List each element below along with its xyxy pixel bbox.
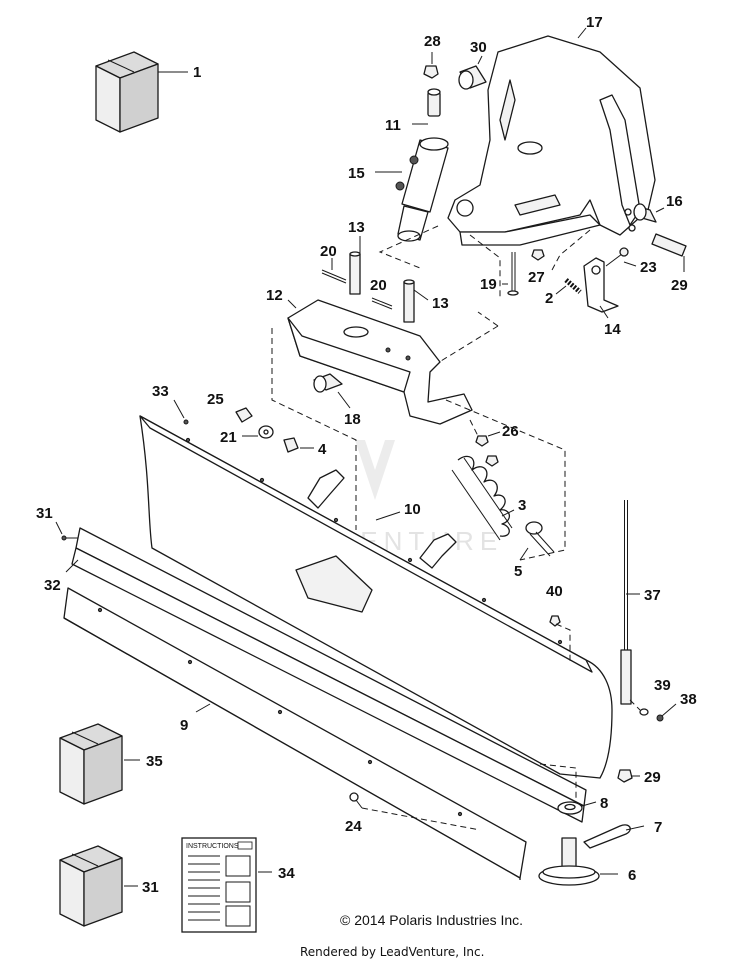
callout-6: 6 xyxy=(628,867,636,884)
callout-13-b: 13 xyxy=(432,295,449,312)
part-5-eyebolt[interactable] xyxy=(525,521,555,557)
part-30-bushing[interactable] xyxy=(458,65,487,90)
part-3-spring[interactable] xyxy=(451,455,513,541)
callout-21: 21 xyxy=(220,429,237,446)
callout-13-a: 13 xyxy=(348,219,365,236)
callout-3: 3 xyxy=(518,497,526,514)
callout-17: 17 xyxy=(586,14,603,31)
part-7-hairpin[interactable] xyxy=(583,824,631,849)
part-36-box[interactable] xyxy=(59,723,123,805)
callout-23: 24 xyxy=(345,818,362,835)
callout-30: 30 xyxy=(470,39,487,56)
callout-9: 9 xyxy=(180,717,188,734)
part-4-nut[interactable] xyxy=(283,437,299,453)
callout-31: 31 xyxy=(142,879,159,896)
part-38-bolt[interactable] xyxy=(656,714,664,722)
part-12-pivot-bracket[interactable] xyxy=(287,299,473,425)
callout-25: 26 xyxy=(502,423,519,440)
part-33-bolt[interactable] xyxy=(61,535,78,541)
part-11-spacer[interactable] xyxy=(427,88,441,117)
callout-20-b: 20 xyxy=(370,277,387,294)
part-18-bolt[interactable] xyxy=(313,373,343,393)
callout-18: 18 xyxy=(344,411,361,428)
callout-37: 37 xyxy=(644,587,661,604)
part-13-pin-left[interactable] xyxy=(349,251,361,295)
part-34-bolt[interactable] xyxy=(183,419,189,425)
part-26-nut[interactable] xyxy=(531,249,545,261)
part-27-nut[interactable] xyxy=(423,65,439,79)
part-9-rubber-flap[interactable] xyxy=(63,587,527,880)
part-32-cutting-edge[interactable] xyxy=(71,527,587,823)
part-13-pin-right[interactable] xyxy=(403,279,415,323)
callout-40: 40 xyxy=(546,583,563,600)
part-31-box[interactable] xyxy=(59,845,123,927)
part-15-cylinder[interactable] xyxy=(395,137,449,242)
callout-32: 32 xyxy=(44,577,61,594)
part-35-instructions[interactable]: INSTRUCTIONS xyxy=(181,837,257,933)
callout-16: 16 xyxy=(666,193,683,210)
part-2-spring[interactable] xyxy=(564,278,582,294)
callout-10: 10 xyxy=(404,501,421,518)
callout-35: 34 xyxy=(278,865,295,882)
callout-2: 2 xyxy=(545,290,553,307)
part-19-bolt[interactable] xyxy=(507,252,519,296)
part-1-box[interactable] xyxy=(95,51,159,133)
callout-26: 27 xyxy=(528,269,545,286)
copyright-text: © 2014 Polaris Industries Inc. xyxy=(340,912,523,928)
callout-33: 31 xyxy=(36,505,53,522)
callout-14: 14 xyxy=(604,321,621,338)
part-23-bolt[interactable] xyxy=(349,792,363,809)
callout-34: 33 xyxy=(152,383,169,400)
callout-24: 25 xyxy=(207,391,224,408)
part-25-nuts[interactable] xyxy=(475,435,499,467)
callout-7: 7 xyxy=(654,819,662,836)
rendered-by-text: Rendered by LeadVenture, Inc. xyxy=(300,945,484,959)
part-17-mount-frame[interactable] xyxy=(447,35,656,246)
callout-27: 28 xyxy=(424,33,441,50)
part-39-washer[interactable] xyxy=(639,708,649,716)
callout-1: 1 xyxy=(193,64,201,81)
part-28-nut[interactable] xyxy=(617,769,633,783)
instructions-label: INSTRUCTIONS xyxy=(186,843,239,850)
part-22-bolt[interactable] xyxy=(605,247,629,267)
part-10-plow-blade[interactable] xyxy=(139,415,613,779)
part-6-skid-shoe[interactable] xyxy=(538,837,600,886)
part-14-bracket[interactable] xyxy=(583,257,619,313)
part-16-bushing[interactable] xyxy=(633,203,657,223)
part-24-nut[interactable] xyxy=(235,407,253,423)
callout-39: 39 xyxy=(654,677,671,694)
callout-36: 35 xyxy=(146,753,163,770)
part-21-washer[interactable] xyxy=(258,425,274,439)
callout-38: 38 xyxy=(680,691,697,708)
callout-28: 29 xyxy=(644,769,661,786)
part-20-cotter-left[interactable] xyxy=(321,269,347,284)
part-8-washer[interactable] xyxy=(557,801,583,815)
callout-4: 4 xyxy=(318,441,327,458)
callout-19: 19 xyxy=(480,276,497,293)
callout-20-a: 20 xyxy=(320,243,337,260)
callout-12: 12 xyxy=(266,287,283,304)
callout-22: 23 xyxy=(640,259,657,276)
callout-8: 8 xyxy=(600,795,608,812)
callout-29: 29 xyxy=(671,277,688,294)
part-40-nut[interactable] xyxy=(549,615,561,627)
callout-5: 5 xyxy=(514,563,522,580)
part-37-marker-rod[interactable] xyxy=(620,500,632,705)
part-29-pin[interactable] xyxy=(651,233,687,257)
callout-15: 15 xyxy=(348,165,365,182)
part-20-cotter-right[interactable] xyxy=(371,297,393,310)
callout-11: 11 xyxy=(385,117,401,134)
